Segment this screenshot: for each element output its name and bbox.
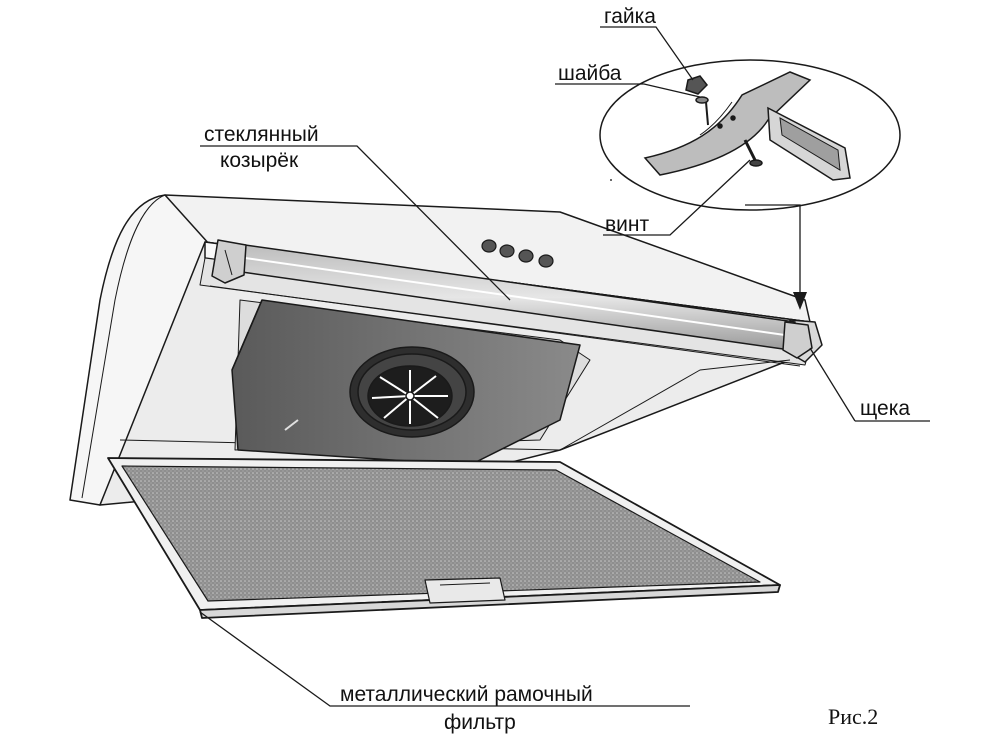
glass-visor bbox=[211, 239, 813, 359]
metal-frame-filter bbox=[107, 457, 781, 619]
detail-arrow bbox=[793, 292, 807, 310]
mounting-detail-circle bbox=[599, 59, 901, 211]
leader-lines bbox=[199, 26, 930, 707]
label-nut: гайка bbox=[604, 5, 656, 28]
figure-caption: Рис.2 bbox=[828, 704, 879, 729]
control-knobs bbox=[481, 239, 554, 268]
label-cheek: щека bbox=[860, 397, 911, 420]
label-filter-line2: фильтр bbox=[444, 711, 516, 734]
label-washer: шайба bbox=[558, 62, 622, 85]
label-screw: винт bbox=[605, 213, 650, 236]
label-glass-visor-line2: козырёк bbox=[220, 149, 299, 172]
fan-grille bbox=[349, 346, 475, 438]
label-glass-visor-line1: стеклянный bbox=[204, 123, 319, 146]
label-filter-line1: металлический рамочный bbox=[340, 683, 593, 706]
